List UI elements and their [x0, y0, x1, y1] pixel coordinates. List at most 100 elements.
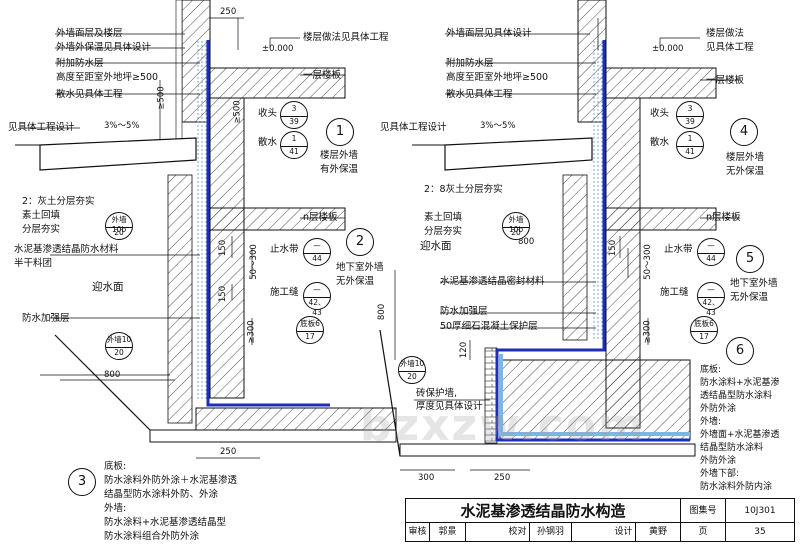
r-label-soil-2: 素土回填 — [424, 212, 463, 223]
label-first-floor: 一层楼板 — [303, 70, 342, 81]
note3-line: 外墙: — [104, 503, 127, 514]
title-block: 水泥基渗透结晶防水构造 图集号 10J301 审核 郭景 校对 孙钢羽 设计 黄… — [405, 498, 795, 542]
checker-name: 孙钢羽 — [530, 523, 572, 541]
ref-detail-joint[interactable]: —42、43 — [303, 282, 331, 317]
note6-line: 外防外涂 — [700, 456, 737, 466]
r-label-concrete-protect: 50厚细石混凝土保护层 — [440, 321, 538, 332]
right-base-layer — [399, 443, 696, 457]
atlas-number: 10J301 — [726, 499, 794, 523]
r-dim-250: 250 — [494, 473, 511, 483]
desc-5-line1: 地下室外墙 — [730, 278, 778, 289]
r-label-add-layer-height: 高度至距室外地坪≥500 — [446, 72, 549, 83]
r-dim-800-vert: 800 — [377, 303, 388, 321]
dim-250-bottom: 250 — [220, 447, 237, 457]
dim-300: ≥300 — [246, 320, 257, 344]
label-soil-1: 2：灰土分层夯实 — [22, 196, 95, 207]
dim-800: 800 — [104, 370, 121, 380]
label-half-dry: 半干料团 — [14, 258, 53, 269]
r-label-slope: 3%～5% — [480, 121, 516, 131]
detail-number-3: 3 — [68, 468, 96, 496]
desc-2-line1: 地下室外墙 — [336, 262, 384, 273]
label-n-floor: n层楼板 — [303, 212, 338, 223]
right-protect-layer — [592, 40, 604, 340]
note6-line: 透结晶型防水涂料 — [700, 391, 773, 401]
label-sanshui: 散水 — [258, 137, 278, 148]
r-dim-300b: ≥300 — [642, 320, 653, 344]
note3-line: 底板: — [104, 461, 127, 472]
note6-line: 外墙下部: — [700, 469, 740, 479]
r-ref-detail-joint[interactable]: —42、43 — [697, 282, 725, 317]
label-add-layer-height: 高度至距室外地坪≥500 — [56, 72, 159, 83]
notes-detail-6: 底板: 防水涂料+水泥基渗 透结晶型防水涂料 外防外涂 外墙: 外墙面+水泥基渗… — [700, 364, 780, 494]
atlas-label: 图集号 — [681, 499, 726, 523]
r-label-brick-1: 砖保护墙, — [416, 388, 458, 399]
page-number: 35 — [754, 527, 766, 537]
label-joint: 施工缝 — [270, 287, 299, 298]
right-protect-band — [499, 354, 690, 436]
right-waterproof-line — [495, 40, 690, 442]
left-backfill — [167, 174, 193, 424]
review-label: 审核 — [406, 523, 430, 541]
label-see-project: 见具体工程设计 — [8, 122, 75, 133]
right-first-slab — [605, 67, 717, 99]
label-reinforce: 防水加强层 — [22, 313, 70, 324]
note6-line: 外墙: — [700, 417, 722, 427]
page-label: 页 — [681, 523, 726, 541]
r-dim-300: 300 — [418, 473, 435, 483]
note6-line: 外防外涂 — [700, 404, 737, 414]
r-ref-detail-stopband[interactable]: —44 — [697, 238, 725, 266]
watermark: bzxzw.com — [360, 400, 646, 451]
left-protect-layer — [196, 40, 208, 400]
label-soil-2: 素土回填 — [22, 210, 61, 221]
designer-name: 黄野 — [636, 523, 681, 541]
detail-number-5: 5 — [736, 245, 764, 273]
dim-250-top: 250 — [220, 7, 237, 17]
right-leaders — [414, 18, 740, 401]
detail-number-2: 2 — [346, 228, 374, 256]
label-soil-3: 分层夯实 — [22, 224, 61, 235]
left-base-layer — [149, 429, 397, 443]
desc-4-line1: 楼层外墙 — [726, 152, 765, 163]
label-elevation: ±0.000 — [262, 44, 294, 54]
r-label-shoutou: 收头 — [650, 108, 670, 119]
left-leaders — [20, 18, 345, 459]
desc-1-line2: 有外保温 — [320, 164, 359, 175]
r-label-n-floor: n层楼板 — [706, 212, 741, 223]
label-stopband: 止水带 — [270, 244, 299, 255]
detail-number-6: 6 — [726, 337, 754, 365]
right-detail — [379, 0, 740, 471]
detail-number-4: 4 — [730, 118, 758, 146]
desc-5-line2: 无外保温 — [730, 292, 769, 303]
r-label-add-layer: 附加防水层 — [446, 58, 494, 69]
label-shoutou: 收头 — [258, 108, 278, 119]
r-label-wall-surface: 外墙面层见具体设计 — [446, 28, 532, 39]
label-floor-practice: 楼层做法见具体工程 — [303, 32, 389, 43]
note6-line: 防水涂料+水泥基渗 — [700, 378, 780, 388]
left-apron — [39, 137, 197, 171]
desc-2-line2: 无外保温 — [336, 276, 375, 287]
ref-detail-stopband[interactable]: —44 — [303, 238, 331, 266]
right-apron — [444, 137, 593, 171]
note6-line: 外墙面+水泥基渗透 — [700, 430, 780, 440]
note3-line: 结晶型防水涂料外防、外涂 — [104, 489, 219, 500]
note6-line: 底板: — [700, 365, 722, 375]
note3-line: 防水涂料组合外防外涂 — [104, 531, 200, 542]
note3-line: 防水涂料+水泥基渗透结晶型 — [104, 517, 226, 528]
desc-4-line2: 无外保温 — [726, 166, 765, 177]
left-dims — [60, 17, 253, 381]
r-dim-800: 800 — [518, 237, 535, 247]
dim-50-300: 50～300 — [248, 244, 259, 280]
notes-detail-3: 底板: 防水涂料外防外涂＋水泥基渗透 结晶型防水涂料外防、外涂 外墙: 防水涂料… — [104, 460, 237, 544]
r-label-first-floor: 一层楼板 — [706, 75, 745, 86]
